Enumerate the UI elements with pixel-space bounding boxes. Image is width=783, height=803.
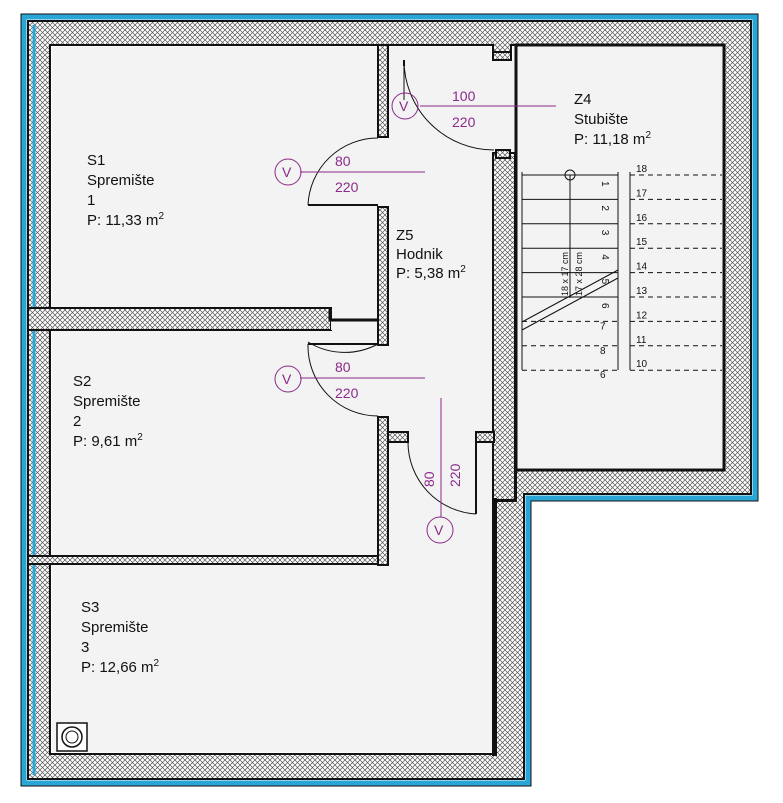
outer-insulation xyxy=(20,13,759,787)
stair-numbers-outer: 18 17 16 15 14 13 12 11 10 xyxy=(636,164,648,370)
stair-number-inner: 8 xyxy=(600,346,606,357)
room-z5-area: P: 5,38 m2 xyxy=(396,264,466,282)
room-s2-number: 2 xyxy=(73,413,81,430)
stair-number-inner: 6 xyxy=(599,303,610,309)
room-z5-name: Hodnik xyxy=(396,246,443,263)
stair-dimension-a: 18 x 17 cm xyxy=(560,252,570,296)
stair-number-outer: 14 xyxy=(636,262,648,273)
door3-height: 220 xyxy=(335,385,359,401)
room-s1-code: S1 xyxy=(87,152,105,169)
room-z4-label: Z4 Stubište P: 11,18 m2 xyxy=(574,91,651,148)
stair-well xyxy=(514,43,726,472)
stair-dimension-b: 17 x 28 cm xyxy=(574,252,584,296)
door2-symbol: V xyxy=(282,164,292,180)
room-s3-code: S3 xyxy=(81,599,99,616)
room-s2-name: Spremište xyxy=(73,393,141,410)
room-s3-area: P: 12,66 m2 xyxy=(81,658,160,676)
door4-width: 80 xyxy=(421,471,437,487)
room-s3-name: Spremište xyxy=(81,619,149,636)
door4-symbol: V xyxy=(434,522,444,538)
stair-number-inner: 4 xyxy=(599,254,610,260)
room-s1-label: S1 Spremište 1 P: 11,33 m2 xyxy=(87,152,164,229)
stair-number-outer: 13 xyxy=(636,286,648,297)
stair-number-outer: 18 xyxy=(636,164,648,175)
stair-number-inner: 2 xyxy=(599,205,610,211)
stair-number-outer: 17 xyxy=(636,188,648,199)
stairs xyxy=(521,169,722,371)
room-s2-area: P: 9,61 m2 xyxy=(73,432,143,450)
door-dimensions: 100 220 80 220 80 220 80 220 xyxy=(335,88,476,487)
door-swings xyxy=(307,59,495,515)
door3-symbol: V xyxy=(282,371,292,387)
stair-number-outer: 10 xyxy=(636,359,648,370)
room-s1-number: 1 xyxy=(87,192,95,209)
room-s3-number: 3 xyxy=(81,639,89,656)
stair-number-outer: 12 xyxy=(636,310,648,321)
stair-number-outer: 15 xyxy=(636,237,648,248)
door1-height: 220 xyxy=(452,114,476,130)
room-s2-code: S2 xyxy=(73,373,91,390)
room-z4-area: P: 11,18 m2 xyxy=(574,130,651,148)
room-s2-label: S2 Spremište 2 P: 9,61 m2 xyxy=(73,373,143,450)
door4-height: 220 xyxy=(447,463,463,487)
stair-numbers-inner: 1 2 3 4 5 6 7 8 6 xyxy=(599,181,610,381)
door1-symbol: V xyxy=(399,98,409,114)
stair-number-inner: 6 xyxy=(600,370,606,381)
door-annotations xyxy=(274,92,556,544)
room-z4-name: Stubište xyxy=(574,111,628,128)
stair-number-outer: 11 xyxy=(636,335,647,346)
drain-icon xyxy=(56,722,88,752)
door1-width: 100 xyxy=(452,88,476,104)
room-z4-code: Z4 xyxy=(574,91,592,108)
room-s1-name: Spremište xyxy=(87,172,155,189)
room-z5-code: Z5 xyxy=(396,227,414,244)
stair-number-inner: 7 xyxy=(600,321,606,332)
stair-number-inner: 1 xyxy=(599,181,610,187)
door2-width: 80 xyxy=(335,153,351,169)
door-symbols: V V V V xyxy=(282,98,444,538)
room-s1-area: P: 11,33 m2 xyxy=(87,211,164,229)
stair-number-inner: 5 xyxy=(599,279,610,285)
stair-number-inner: 3 xyxy=(599,230,610,236)
stair-number-outer: 16 xyxy=(636,213,648,224)
room-z5-label: Z5 Hodnik P: 5,38 m2 xyxy=(396,227,466,282)
room-s3-label: S3 Spremište 3 P: 12,66 m2 xyxy=(81,599,160,676)
door2-height: 220 xyxy=(335,179,359,195)
floor xyxy=(52,47,722,752)
partition-walls xyxy=(27,44,516,756)
door3-width: 80 xyxy=(335,359,351,375)
